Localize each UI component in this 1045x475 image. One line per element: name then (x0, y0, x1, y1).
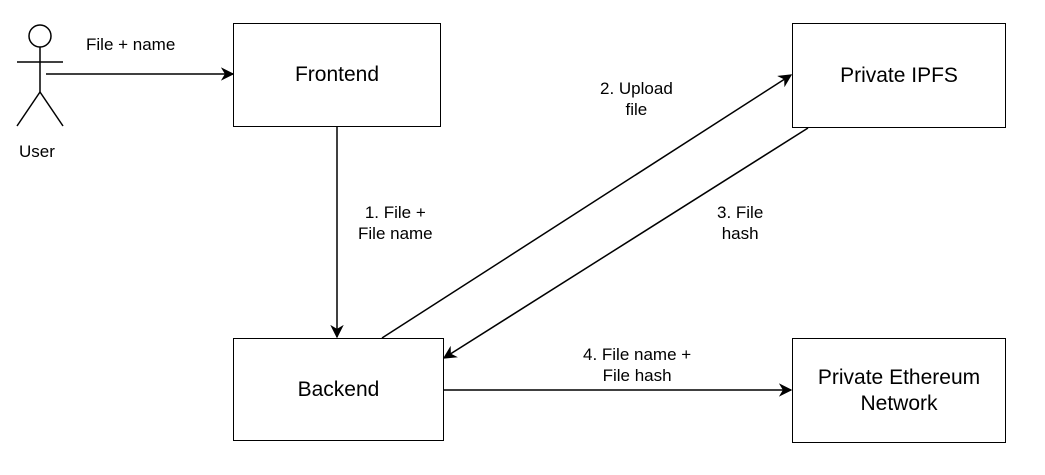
edge-label-backend-to-ethereum: 4. File name + File hash (583, 345, 692, 386)
backend-box: Backend (233, 338, 444, 441)
edge-backend-to-ipfs (381, 74, 793, 339)
edge-label-user-to-frontend: File + name (86, 35, 176, 54)
edge-label-ipfs-to-backend: 3. File hash (717, 203, 764, 244)
private-ethereum-box: Private Ethereum Network (792, 338, 1006, 443)
frontend-box: Frontend (233, 23, 441, 127)
edge-ipfs-to-backend (442, 127, 809, 359)
user-actor-icon (16, 24, 64, 127)
private-ipfs-box: Private IPFS (792, 23, 1006, 128)
edge-label-backend-to-ipfs: 2. Upload file (600, 79, 673, 120)
user-actor-label: User (19, 142, 55, 161)
edge-label-frontend-to-backend: 1. File + File name (358, 202, 433, 245)
